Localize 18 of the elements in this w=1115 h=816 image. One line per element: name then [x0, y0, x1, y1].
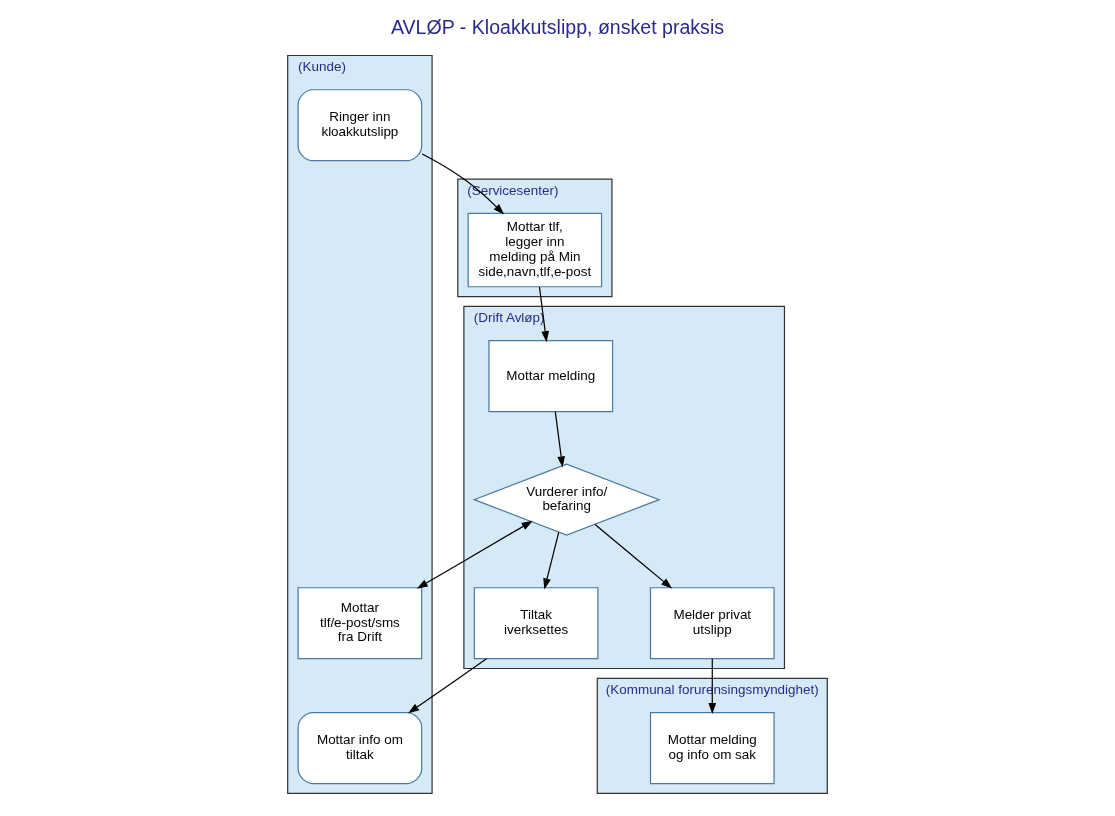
diagram-title: AVLØP - Kloakkutslipp, ønsket praksis [390, 15, 725, 38]
arrow [416, 520, 533, 589]
node-box: Tiltak iverksettes [473, 586, 599, 659]
arrow [421, 152, 505, 214]
node-box: Mottar melding og info om sak [649, 711, 775, 784]
arrow [408, 657, 488, 713]
arrow [543, 531, 560, 589]
node-box: Mottar info om tiltak [297, 711, 423, 784]
node-box: Mottar melding [488, 339, 614, 412]
arrow [554, 410, 565, 467]
arrow [594, 523, 673, 589]
node-box: Melder privat utslipp [649, 586, 775, 659]
node-box: Mottar tlf/e-post/sms fra Drift [297, 586, 423, 659]
node-box: Ringer inn kloakkutslipp [297, 88, 423, 161]
node-diamond: Vurderer info/ befaring [472, 463, 661, 536]
arrow [538, 285, 549, 342]
node-box: Mottar tlf, legger inn melding på Min side,navn,tlf,e-post [467, 212, 603, 287]
arrow [708, 657, 717, 714]
